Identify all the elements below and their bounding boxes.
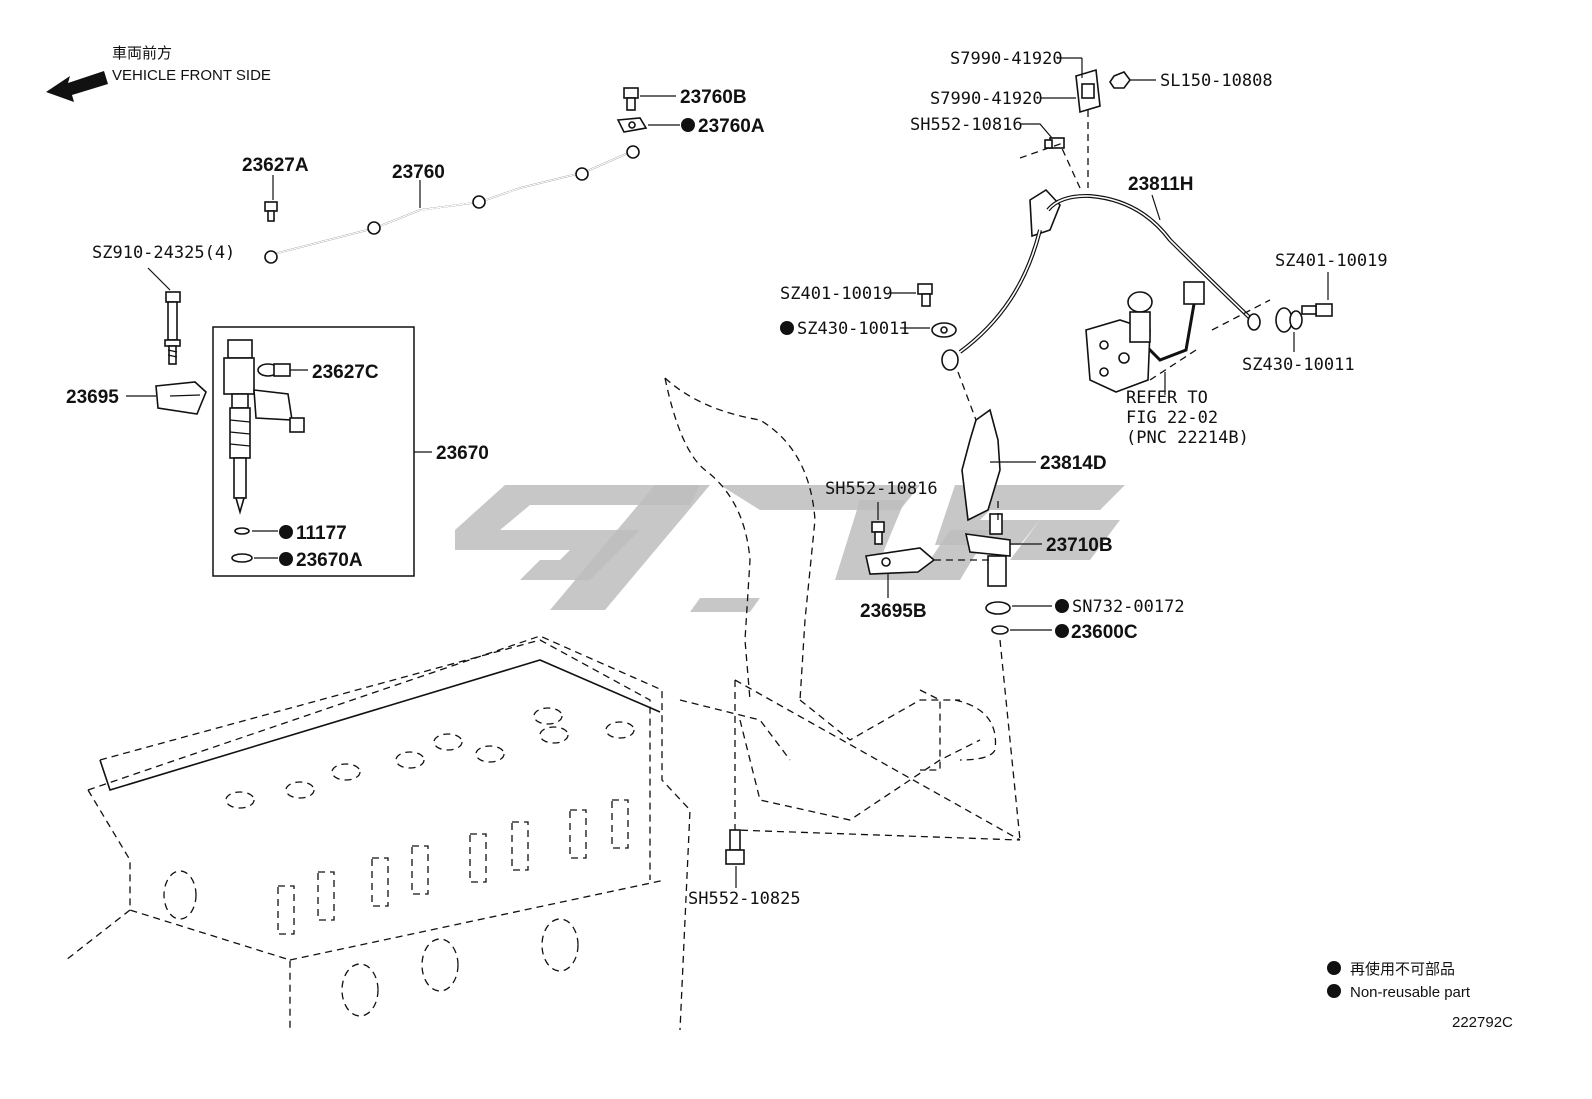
non-reusable-mark-icon [681,118,695,132]
label-refer-to: REFER TO [1126,388,1208,408]
bolt-23760B [623,87,639,111]
sensor-harness-23811H [941,188,1261,371]
label-SH552-10825: SH552-10825 [688,889,801,909]
label-23760A: 23760A [698,116,765,137]
label-23670A: 23670A [296,550,363,571]
figure-code: 222792C [1452,1014,1513,1031]
bolt-SZ910-24325 [164,291,181,365]
label-23710B: 23710B [1046,535,1113,556]
bolt-SH552-10816-mid [871,521,885,545]
vehicle-front-arrow-icon [46,71,108,102]
label-SZ430-10011-left: SZ430-10011 [797,319,910,339]
non-reusable-mark-icon [780,321,794,335]
nut-SL150-10808 [1109,71,1131,89]
gasket-23670A [231,553,253,563]
non-reusable-mark-icon [1055,624,1069,638]
non-reusable-mark-icon [1055,599,1069,613]
sensor-23710B [964,513,1011,587]
cylinder-head [65,635,691,1031]
label-SZ401-10019-left: SZ401-10019 [780,284,893,304]
label-23760: 23760 [392,162,445,183]
legend-dot-icon [1327,961,1341,975]
non-reusable-mark-icon [279,525,293,539]
gasket-SN732-00172 [985,601,1011,615]
leak-pipe-23760 [264,145,640,264]
label-23627C: 23627C [312,362,379,383]
clamp-23695B [865,547,936,575]
label-SL150-10808: SL150-10808 [1160,71,1273,91]
label-S7990-41920-b: S7990-41920 [930,89,1043,109]
label-23814D: 23814D [1040,453,1107,474]
pump-fig-22-02 [1085,291,1153,393]
watermark-logo [455,485,1125,612]
bolt-SZ401-10019-left [917,283,933,307]
label-23695: 23695 [66,387,119,408]
label-SH552-10816-top: SH552-10816 [910,115,1023,135]
injector-23670 [223,339,305,515]
legend-label-en: Non-reusable part [1350,984,1471,1001]
bolt-23627A [264,201,278,222]
cover-23814D [961,408,1001,522]
label-SH552-10816-mid: SH552-10816 [825,479,938,499]
label-11177: 11177 [296,523,347,544]
label-pnc-22214B: (PNC 22214B) [1126,428,1249,448]
label-23811H: 23811H [1128,174,1194,195]
label-23670: 23670 [436,443,489,464]
clamp-23695 [155,381,207,415]
non-reusable-mark-icon [279,552,293,566]
label-SZ401-10019-right: SZ401-10019 [1275,251,1388,271]
label-SZ430-10011-right: SZ430-10011 [1242,355,1355,375]
clamp-23760A [616,117,648,133]
o-ring-23600C [991,625,1009,635]
legend-label-jp: 再使用不可部品 [1350,961,1455,978]
clamp-23627C [257,363,291,377]
bolt-SZ401-10019-right [1301,303,1333,317]
washer-SZ430-10011-right [1275,307,1303,333]
label-SN732-00172: SN732-00172 [1072,597,1185,617]
washer-SZ430-10011-left [931,322,957,338]
label-SZ910-24325: SZ910-24325(4) [92,243,235,263]
direction-label-en: VEHICLE FRONT SIDE [112,67,271,84]
bolt-SH552-10825 [725,829,745,865]
label-23600C: 23600C [1071,622,1138,643]
direction-label-jp: 車両前方 [112,45,172,62]
bracket-S7990-41920 [1075,68,1101,114]
legend-dot-icon [1327,984,1341,998]
o-ring-11177 [234,527,250,535]
label-23760B: 23760B [680,87,747,108]
label-23695B: 23695B [860,601,927,622]
label-S7990-41920-a: S7990-41920 [950,49,1063,69]
label-fig-22-02: FIG 22-02 [1126,408,1218,428]
label-23627A: 23627A [242,155,309,176]
